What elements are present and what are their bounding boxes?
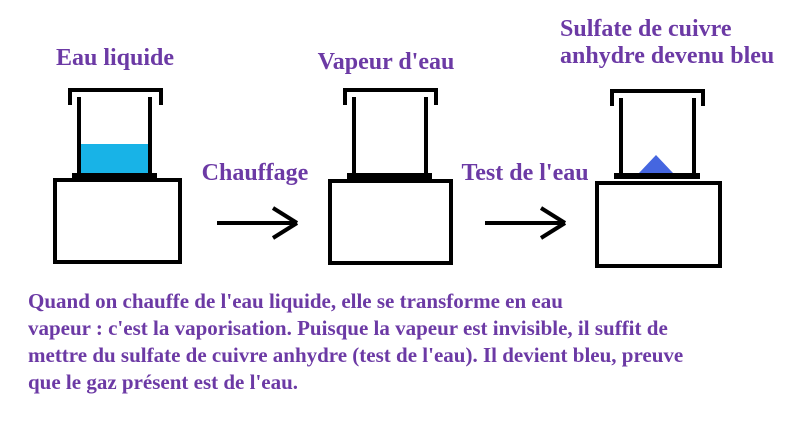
- beaker-lid-tick-right: [434, 88, 438, 105]
- blue-copper-sulfate-triangle: [639, 155, 673, 173]
- caption-line: Quand on chauffe de l'eau liquide, elle …: [28, 289, 563, 313]
- stand-block: [595, 181, 722, 268]
- right-arrow-icon: [217, 206, 299, 240]
- beaker-wall-left: [77, 97, 81, 178]
- water-liquid: [81, 144, 148, 174]
- beaker-wall-left: [619, 98, 623, 178]
- stand-block: [328, 179, 453, 265]
- caption-line: mettre du sulfate de cuivre anhydre (tes…: [28, 343, 684, 367]
- beaker-lid-tick-left: [343, 88, 347, 105]
- beaker-wall-right: [692, 98, 696, 178]
- beaker-bottom: [347, 173, 432, 179]
- beaker-bottom: [614, 173, 700, 179]
- explanation-paragraph: Quand on chauffe de l'eau liquide, elle …: [28, 288, 683, 396]
- beaker-wall-left: [352, 97, 356, 178]
- stage-title-vapeur-eau: Vapeur d'eau: [317, 49, 455, 75]
- stage-title-eau-liquide: Eau liquide: [55, 45, 175, 71]
- beaker-lid: [68, 88, 163, 92]
- caption-line: que le gaz présent est de l'eau.: [28, 370, 299, 394]
- beaker-wall-right: [424, 97, 428, 178]
- stage-title-sulfate-line1: Sulfate de cuivre: [560, 16, 732, 42]
- stage-title-sulfate-line2: anhydre devenu bleu: [560, 43, 775, 69]
- beaker-bottom: [72, 173, 157, 179]
- stand-block: [53, 178, 182, 264]
- arrow-label-test-eau: Test de l'eau: [461, 160, 589, 186]
- beaker-lid-tick-left: [68, 88, 72, 105]
- beaker-lid-tick-right: [159, 88, 163, 105]
- beaker-lid: [343, 88, 438, 92]
- arrow-label-chauffage: Chauffage: [201, 160, 309, 186]
- beaker-lid-tick-right: [701, 89, 705, 106]
- right-arrow-icon: [485, 206, 567, 240]
- beaker-wall-right: [148, 97, 152, 178]
- caption-line: vapeur : c'est la vaporisation. Puisque …: [28, 316, 668, 340]
- beaker-lid: [610, 89, 705, 93]
- stage-title-sulfate: Sulfate de cuivre anhydre devenu bleu: [560, 16, 790, 70]
- beaker-lid-tick-left: [610, 89, 614, 106]
